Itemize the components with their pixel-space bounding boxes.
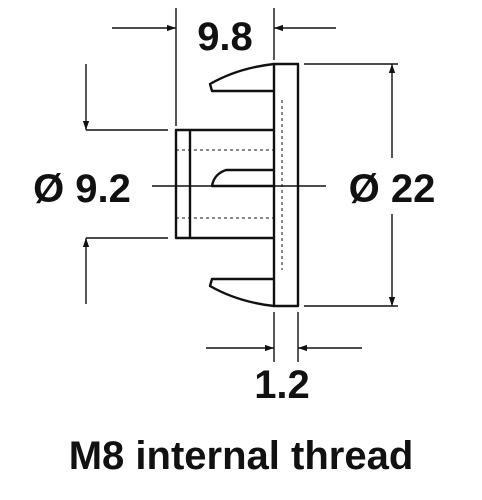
left-diameter-label: Ø 9.2 <box>33 167 131 211</box>
caption: M8 internal thread <box>68 434 414 478</box>
top-width-label: 9.8 <box>197 15 253 59</box>
right-diameter-label: Ø 22 <box>349 167 436 211</box>
dimension-arrows <box>82 24 396 352</box>
top-hook <box>208 62 275 93</box>
flange-plate <box>272 62 300 308</box>
sleeve-body <box>174 128 274 240</box>
bottom-width-label: 1.2 <box>254 363 310 407</box>
part-outline <box>174 62 300 308</box>
hidden-lines <box>176 100 283 270</box>
inner-pin <box>210 168 274 188</box>
left-label-bg <box>6 160 152 212</box>
bottom-hook <box>208 277 275 308</box>
right-label-bg <box>326 160 456 212</box>
